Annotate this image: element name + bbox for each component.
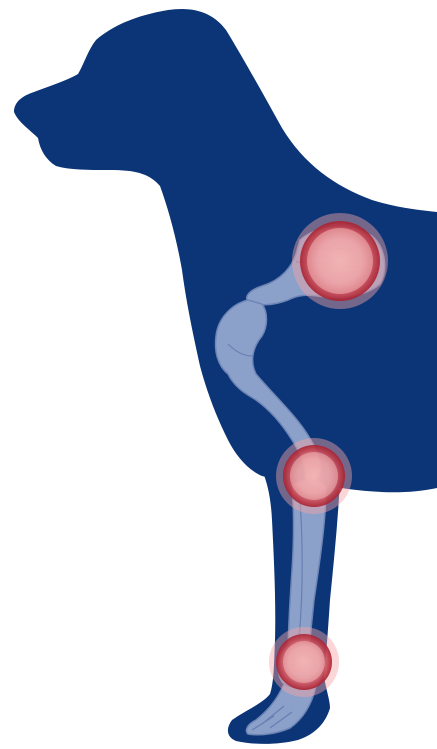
shoulder-joint-highlight: [292, 213, 388, 309]
elbow-joint-highlight: [276, 438, 352, 514]
carpus-joint-highlight: [269, 627, 339, 697]
